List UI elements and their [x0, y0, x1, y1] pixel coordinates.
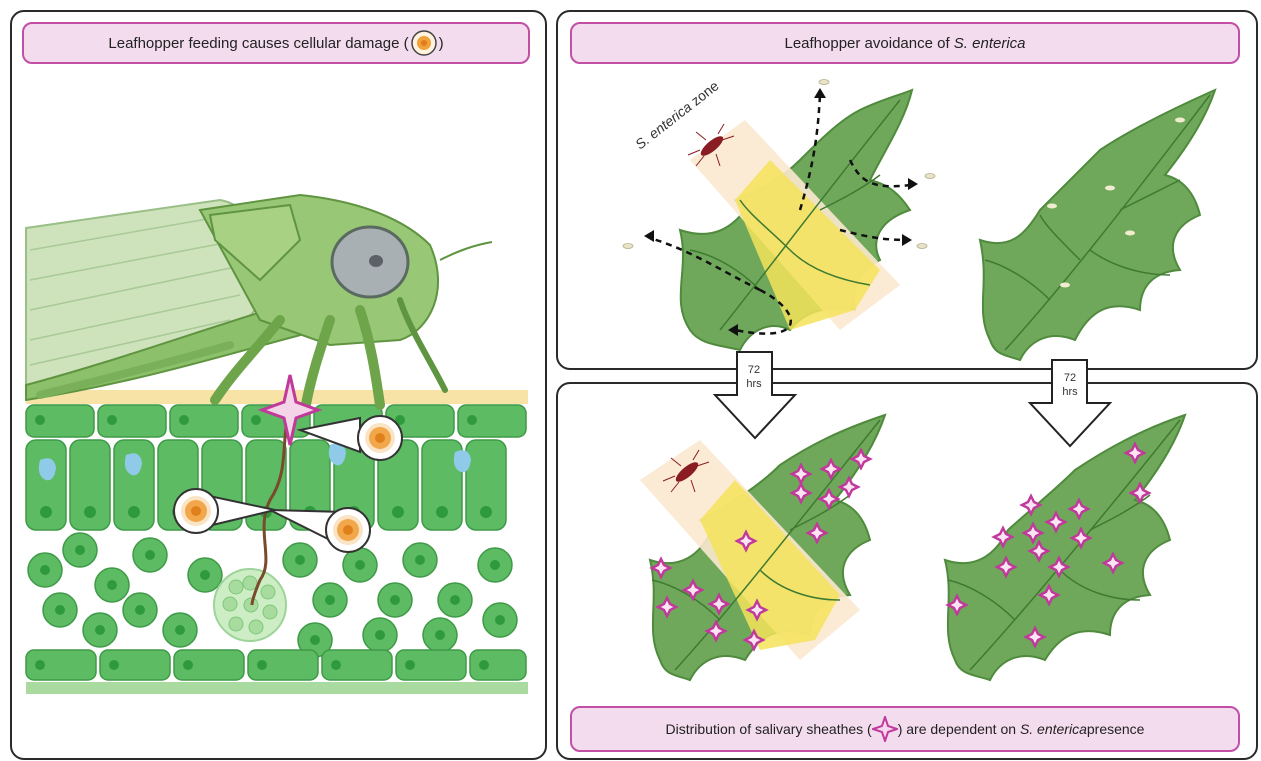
treated-leaf-bottom [640, 415, 885, 680]
arrow-right-unit: hrs [1062, 386, 1078, 398]
leaf-cross-section [26, 390, 528, 694]
arrow-left-number: 72 [748, 364, 760, 376]
treated-leaf-top: S. enterica zone [623, 77, 935, 350]
control-leaf-top [980, 90, 1215, 360]
vascular-bundle [214, 569, 286, 641]
arrow-left-unit: hrs [746, 378, 762, 390]
control-leaf-bottom [945, 415, 1185, 680]
time-arrow-left: 72 hrs [715, 352, 795, 438]
leafhopper-illustration [26, 195, 492, 410]
time-arrow-right: 72 hrs [1030, 360, 1110, 446]
arrow-right-number: 72 [1064, 372, 1076, 384]
damage-callout-3 [270, 508, 370, 552]
zone-label: S. enterica zone [632, 77, 722, 152]
